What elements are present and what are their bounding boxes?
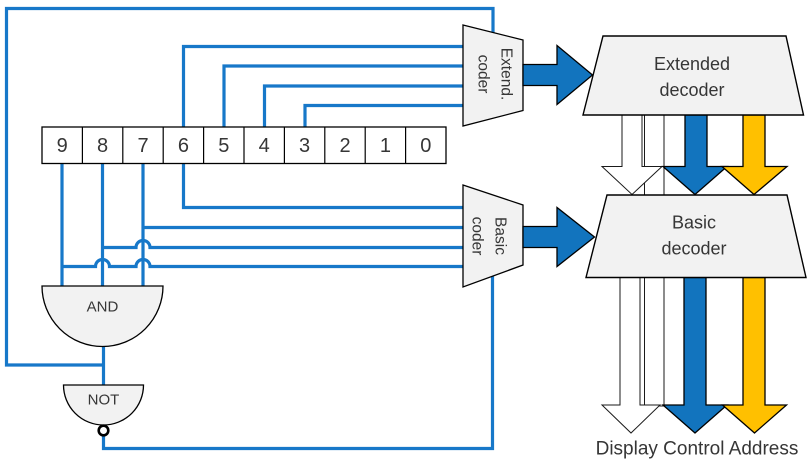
register-bit-6: 6 — [178, 135, 189, 157]
wire-not-to-basic-coder — [101, 276, 495, 451]
extended-coder-shape — [462, 24, 524, 127]
basic-coder-label-line2: coder — [469, 217, 486, 256]
extended-blue-arrow — [661, 114, 729, 196]
extended-decoder-label-line2: decoder — [659, 80, 724, 100]
basic-coder-shape — [462, 184, 524, 288]
register-bit-2: 2 — [339, 135, 350, 157]
not-gate: NOT — [62, 384, 145, 437]
not-gate-shape — [62, 384, 145, 426]
register-bit-3: 3 — [299, 135, 310, 157]
wire-bit3-to-extend-coder — [303, 103, 463, 127]
bit-register: 9 8 7 6 5 4 3 2 1 0 — [41, 126, 447, 165]
wire-bit6-to-basic-coder — [181, 163, 463, 210]
register-bit-4: 4 — [259, 135, 270, 157]
extended-coder: Extend. coder — [462, 24, 524, 127]
wire-bit4-to-extend-coder — [262, 84, 463, 127]
basic-decoder: Basic decoder — [585, 194, 807, 279]
wire-bit8-to-basic-coder — [102, 238, 463, 250]
basic-decoder-shape — [585, 194, 807, 279]
basic-coder: Basic coder — [462, 184, 524, 288]
register-bit-9: 9 — [57, 135, 68, 157]
basic-coder-label-line1: Basic — [492, 217, 509, 255]
extended-coder-label-line1: Extend. — [498, 48, 515, 101]
output-yellow-arrow-address — [720, 276, 789, 434]
output-label: Display Control Address — [596, 439, 799, 460]
basic-decoder-label-line1: Basic — [672, 213, 716, 233]
extended-yellow-arrow — [720, 114, 789, 196]
register-bit-1: 1 — [380, 135, 391, 157]
register-bit-8: 8 — [97, 135, 108, 157]
extended-coder-to-decoder-arrow — [522, 44, 594, 106]
not-gate-label: NOT — [88, 392, 120, 409]
basic-decoder-output-arrows — [600, 276, 789, 434]
basic-decoder-label-line2: decoder — [661, 239, 726, 259]
extended-decoder-shape — [582, 35, 805, 116]
wire-bit6-to-extend-coder — [181, 44, 463, 127]
output-white-arrow-display — [600, 277, 662, 434]
register-bit-5: 5 — [218, 135, 229, 157]
and-gate: AND — [41, 285, 164, 348]
wire-bit5-to-extend-coder — [222, 64, 463, 127]
wire-feedback-to-extend-coder — [4, 6, 495, 367]
extended-decoder-output-arrows — [600, 114, 789, 196]
wire-bit9-to-basic-coder — [62, 257, 463, 269]
and-gate-shape — [41, 285, 164, 348]
register-bit-0: 0 — [420, 135, 431, 157]
output-blue-arrow-control — [661, 276, 729, 434]
and-gate-label: AND — [87, 299, 119, 316]
extended-decoder: Extended decoder — [582, 35, 805, 116]
extended-coder-label-line2: coder — [475, 55, 492, 94]
wires — [4, 6, 495, 451]
register-cell-dividers — [81, 127, 407, 164]
extended-white-arrow — [600, 114, 664, 196]
not-gate-inverter-bubble — [97, 424, 110, 437]
extended-decoder-label-line1: Extended — [654, 54, 730, 74]
basic-coder-to-decoder-arrow — [522, 206, 596, 268]
register-bit-7: 7 — [137, 135, 148, 157]
